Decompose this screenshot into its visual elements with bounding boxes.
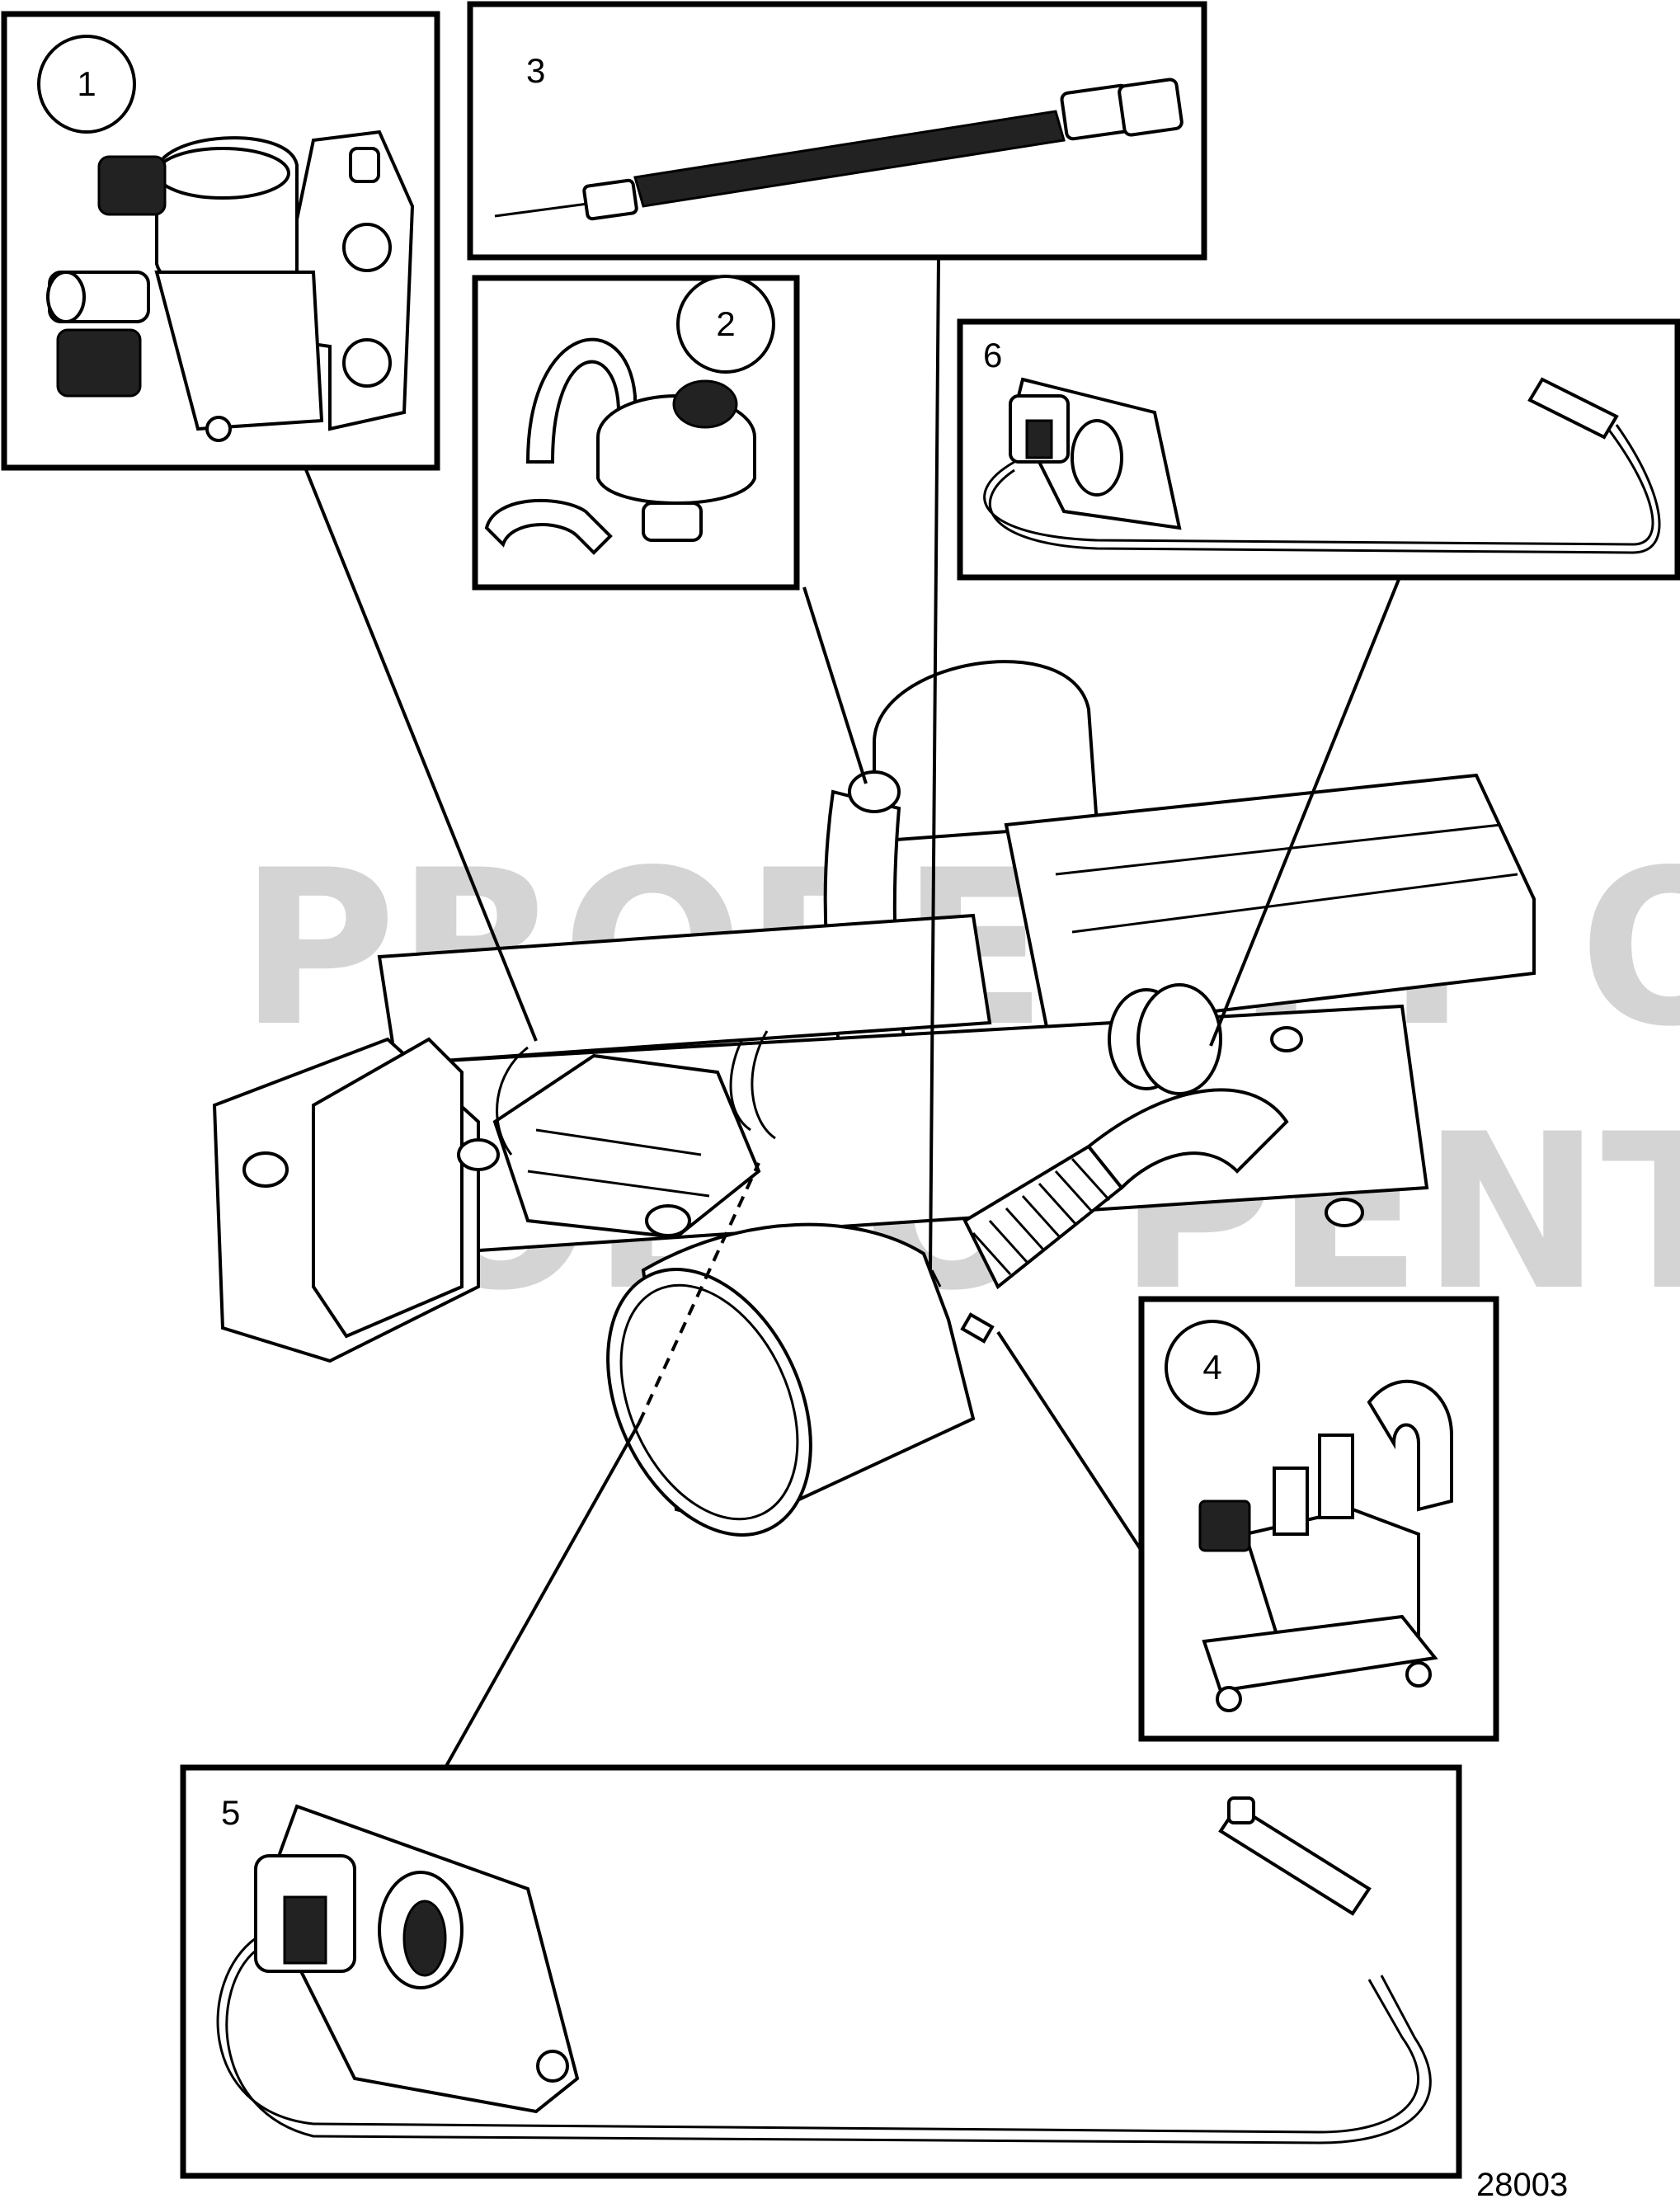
leader-lines <box>304 257 1401 1768</box>
callout-panel-4: 4 <box>1138 1296 1499 1742</box>
callout-panel-1: 1 <box>1 11 440 471</box>
leader-line-2 <box>802 586 868 784</box>
nox-sensor-illustration-large <box>216 1796 1432 2144</box>
leader-line-5 <box>444 1422 641 1768</box>
nox-sensor-illustration-small <box>983 377 1661 554</box>
callout-circle-2 <box>676 275 775 374</box>
def-dosing-unit-illustration <box>1198 1379 1453 1712</box>
callout-number-1: 1 <box>77 64 96 103</box>
figure-number: 28003 <box>1476 2167 1568 2203</box>
engine-aftertreatment-assembly <box>212 660 1536 1537</box>
leader-line-3 <box>929 257 940 1271</box>
callout-panel-2: 2 <box>472 275 800 591</box>
leader-line-4 <box>996 1330 1143 1552</box>
callout-panel-3: 3 <box>467 1 1207 261</box>
callout-number-4: 4 <box>1202 1348 1221 1386</box>
callout-panel-6: 6 <box>957 318 1680 581</box>
temperature-sensor-illustration <box>494 78 1184 221</box>
leader-line-5-hidden <box>638 1162 760 1424</box>
callout-number-5: 5 <box>221 1793 240 1832</box>
callout-circle-4 <box>1165 1320 1260 1415</box>
installed-sensor-2 <box>848 770 901 813</box>
callout-number-6: 6 <box>983 336 1002 374</box>
callout-circle-1 <box>37 35 136 134</box>
callout-panel-5: 5 <box>180 1764 1462 2179</box>
corrugation <box>972 1157 1111 1276</box>
leader-line-6 <box>1209 577 1401 1047</box>
pressure-sensor-illustration <box>484 337 756 555</box>
leader-line-1 <box>304 467 538 1042</box>
callout-number-2: 2 <box>716 304 735 343</box>
dosing-valve-illustration <box>46 129 415 442</box>
callout-number-3: 3 <box>526 51 545 90</box>
